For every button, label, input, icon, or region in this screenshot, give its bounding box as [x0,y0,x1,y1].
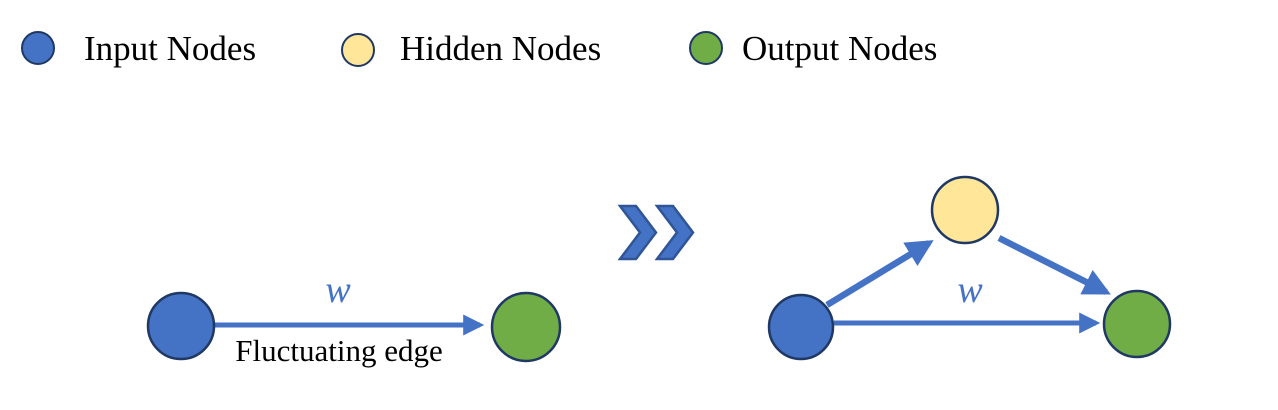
edge-weight-label: w [957,269,983,311]
chevron-2-icon [654,204,695,261]
output-node [1102,289,1172,359]
chevron-1-icon [617,204,658,261]
fluctuating-edge-caption: Fluctuating edge [235,333,442,368]
output-node [490,291,562,363]
legend-swatch-hidden-node-icon [341,33,375,67]
legend-label-hidden-nodes: Hidden Nodes [400,29,601,68]
legend-swatch-input-node-icon [21,31,55,65]
hidden-node [930,175,1000,245]
input-node [146,291,216,361]
legend-label-input-nodes: Input Nodes [84,29,256,68]
legend-swatch-output-node-icon [689,31,723,65]
edge-weight-label: w [325,269,351,311]
edge-hidden-to-output [997,235,1111,295]
left-graph: w Fluctuating edge [146,269,562,368]
right-graph: w [767,175,1172,361]
edge-input-to-hidden [825,240,934,308]
legend-label-output-nodes: Output Nodes [742,29,937,68]
transform-chevron-icon [617,204,695,261]
legend: Input Nodes Hidden Nodes Output Nodes [21,29,937,68]
input-node [767,293,835,361]
